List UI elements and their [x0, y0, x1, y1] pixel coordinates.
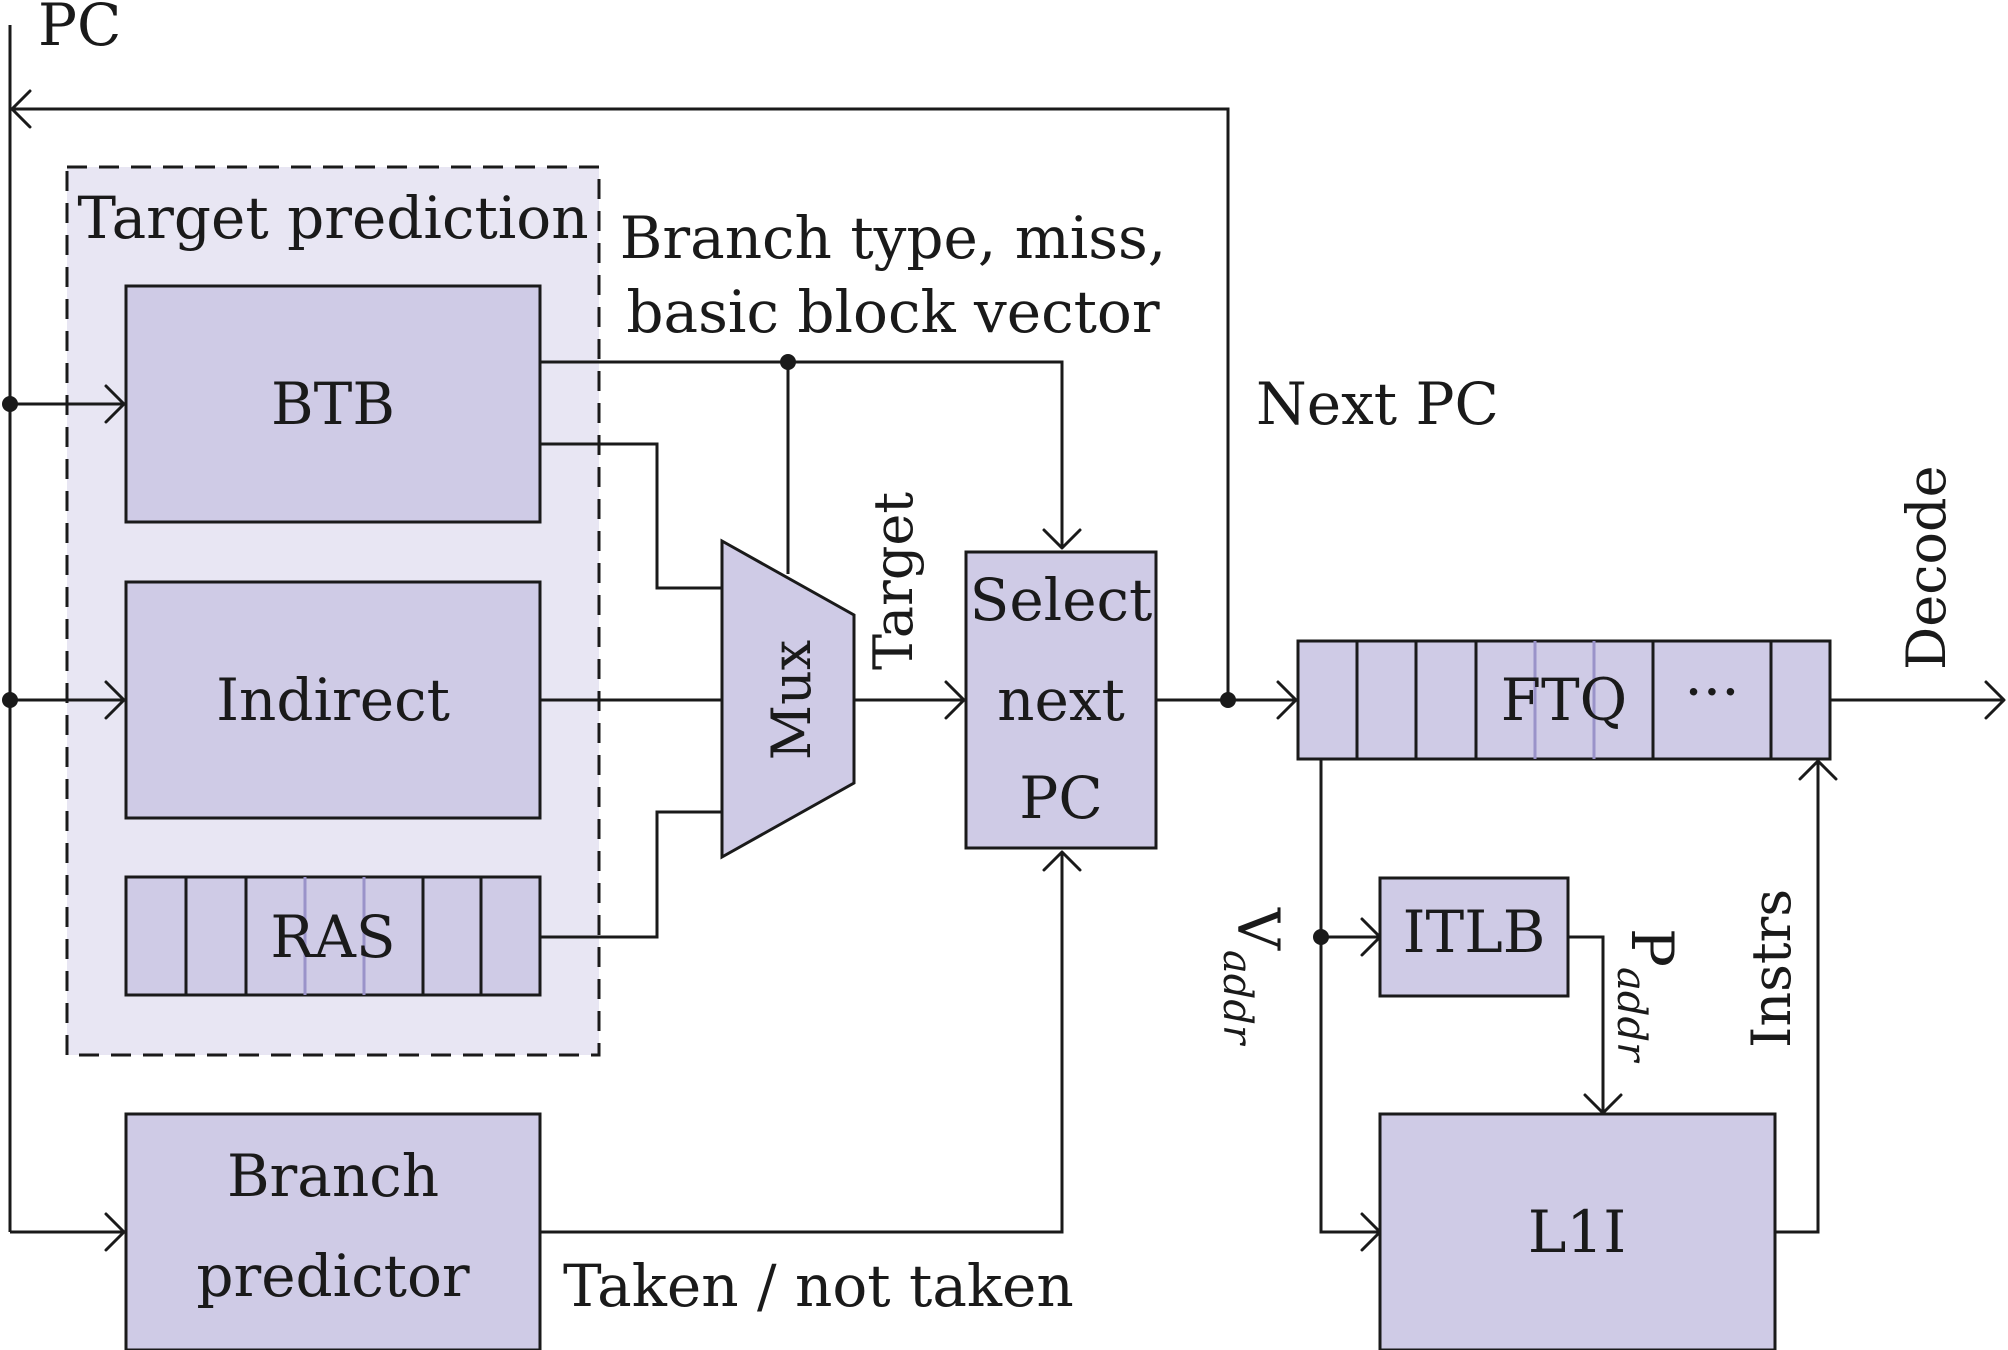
vaddr-label: Vaddr: [1214, 907, 1292, 1047]
pc-label: PC: [38, 0, 121, 59]
paddr-sub: addr: [1608, 967, 1654, 1064]
vaddr-sub: addr: [1214, 950, 1260, 1047]
svg-text:Paddr: Paddr: [1608, 928, 1686, 1064]
wires: [8, 25, 2004, 1234]
select-label-line1: Select: [970, 566, 1153, 634]
mux-label: Mux: [760, 640, 823, 761]
branch-type-label-line2: basic block vector: [626, 278, 1159, 346]
indirect-label: Indirect: [216, 666, 450, 734]
instrs-label: Instrs: [1740, 889, 1803, 1048]
ras-label: RAS: [270, 903, 395, 971]
paddr-label: Paddr: [1608, 928, 1686, 1064]
branch-predictor-block: Branch predictor: [124, 1112, 542, 1350]
select-label-line2: next: [997, 666, 1125, 734]
taken-label: Taken / not taken: [563, 1252, 1074, 1320]
paddr-main: P: [1618, 928, 1686, 967]
ftq-label: FTQ: [1501, 666, 1627, 734]
itlb-label: ITLB: [1403, 898, 1546, 966]
svg-text:Vaddr: Vaddr: [1214, 907, 1292, 1047]
arrowheads: [10, 89, 2006, 1252]
branch-type-label-line1: Branch type, miss,: [620, 204, 1166, 272]
ftq-block: FTQ ···: [1296, 639, 1832, 761]
ras-block: RAS: [124, 875, 542, 997]
select-next-pc-block: Select next PC: [964, 550, 1158, 850]
select-label-line3: PC: [1019, 764, 1102, 832]
branch-predictor-label-line2: predictor: [196, 1242, 470, 1310]
mux-block: Mux: [720, 538, 856, 860]
branch-predictor-label-line1: Branch: [227, 1142, 439, 1210]
next-pc-label: Next PC: [1256, 370, 1499, 438]
btb-block: BTB: [124, 284, 542, 524]
ftq-more-label: ···: [1684, 658, 1739, 726]
vaddr-main: V: [1224, 907, 1292, 951]
indirect-block: Indirect: [124, 580, 542, 820]
btb-label: BTB: [271, 370, 395, 438]
junction-dots: [2, 354, 1329, 945]
target-prediction-title: Target prediction: [77, 184, 588, 252]
target-label: Target: [862, 492, 925, 670]
l1i-block: L1I: [1378, 1112, 1777, 1350]
l1i-label: L1I: [1528, 1198, 1626, 1266]
decode-label: Decode: [1895, 465, 1958, 670]
itlb-block: ITLB: [1378, 876, 1570, 998]
